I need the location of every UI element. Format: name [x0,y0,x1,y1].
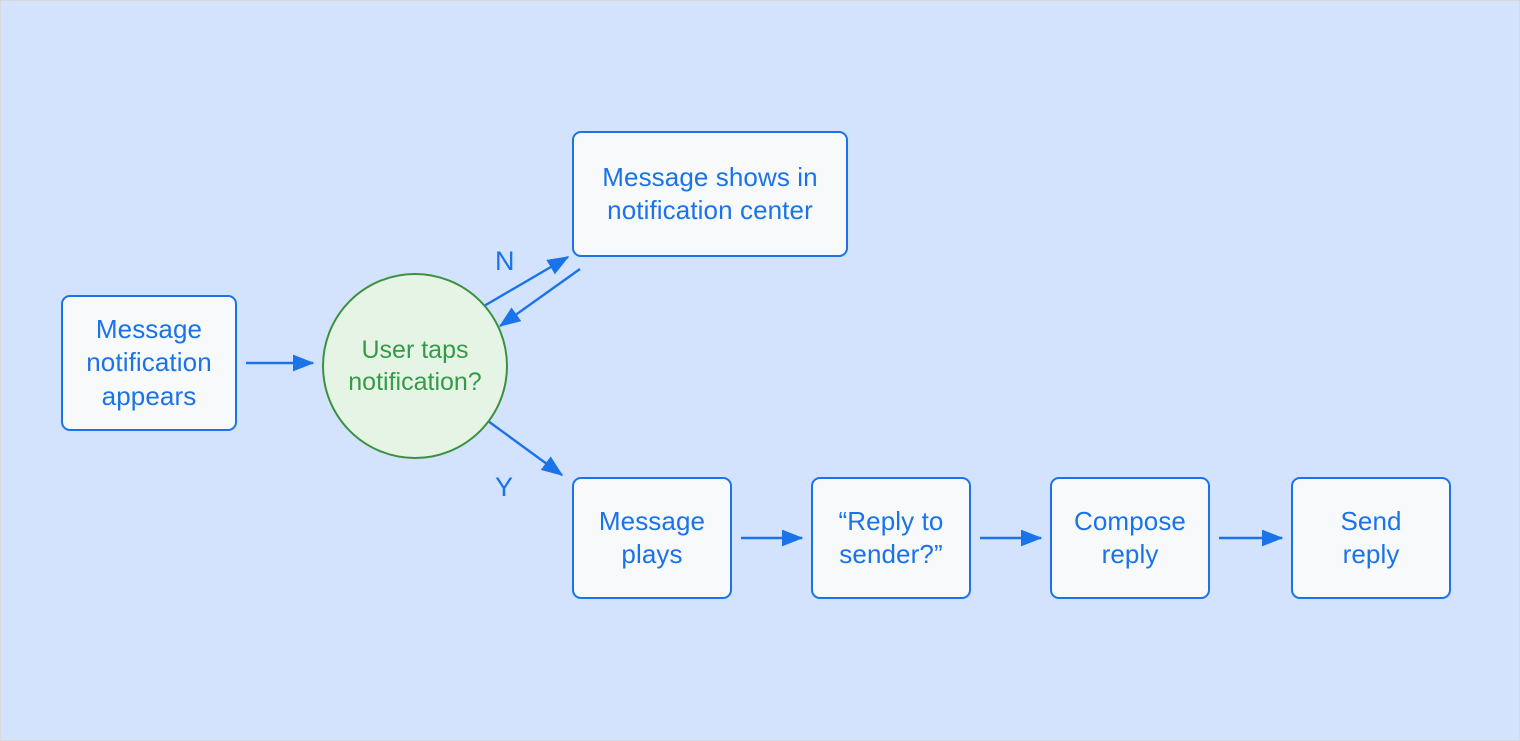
node-label: Message shows in notification center [602,161,818,225]
edge-label-yes: Y [495,472,514,502]
node-message-plays[interactable]: Message plays [572,477,732,599]
node-label: Message plays [598,505,706,569]
node-message-notification-appears[interactable]: Message notification appears [61,295,237,431]
edge-label-no: N [495,246,515,276]
node-send-reply[interactable]: Send reply [1291,477,1451,599]
node-label: Send reply [1340,505,1402,569]
node-label: Message notification appears [86,314,212,411]
node-label: User taps notification? [348,335,482,397]
node-label: Compose reply [1074,505,1186,569]
node-user-taps-notification-decision[interactable]: User taps notification? [322,273,508,459]
edge-decision-to-message-plays [487,420,564,476]
node-label: “Reply to sender?” [838,505,944,569]
node-message-shows-in-notification-center[interactable]: Message shows in notification center [572,131,848,257]
node-reply-to-sender[interactable]: “Reply to sender?” [811,477,971,599]
edge-message-shows-to-decision [498,268,581,327]
node-compose-reply[interactable]: Compose reply [1050,477,1210,599]
